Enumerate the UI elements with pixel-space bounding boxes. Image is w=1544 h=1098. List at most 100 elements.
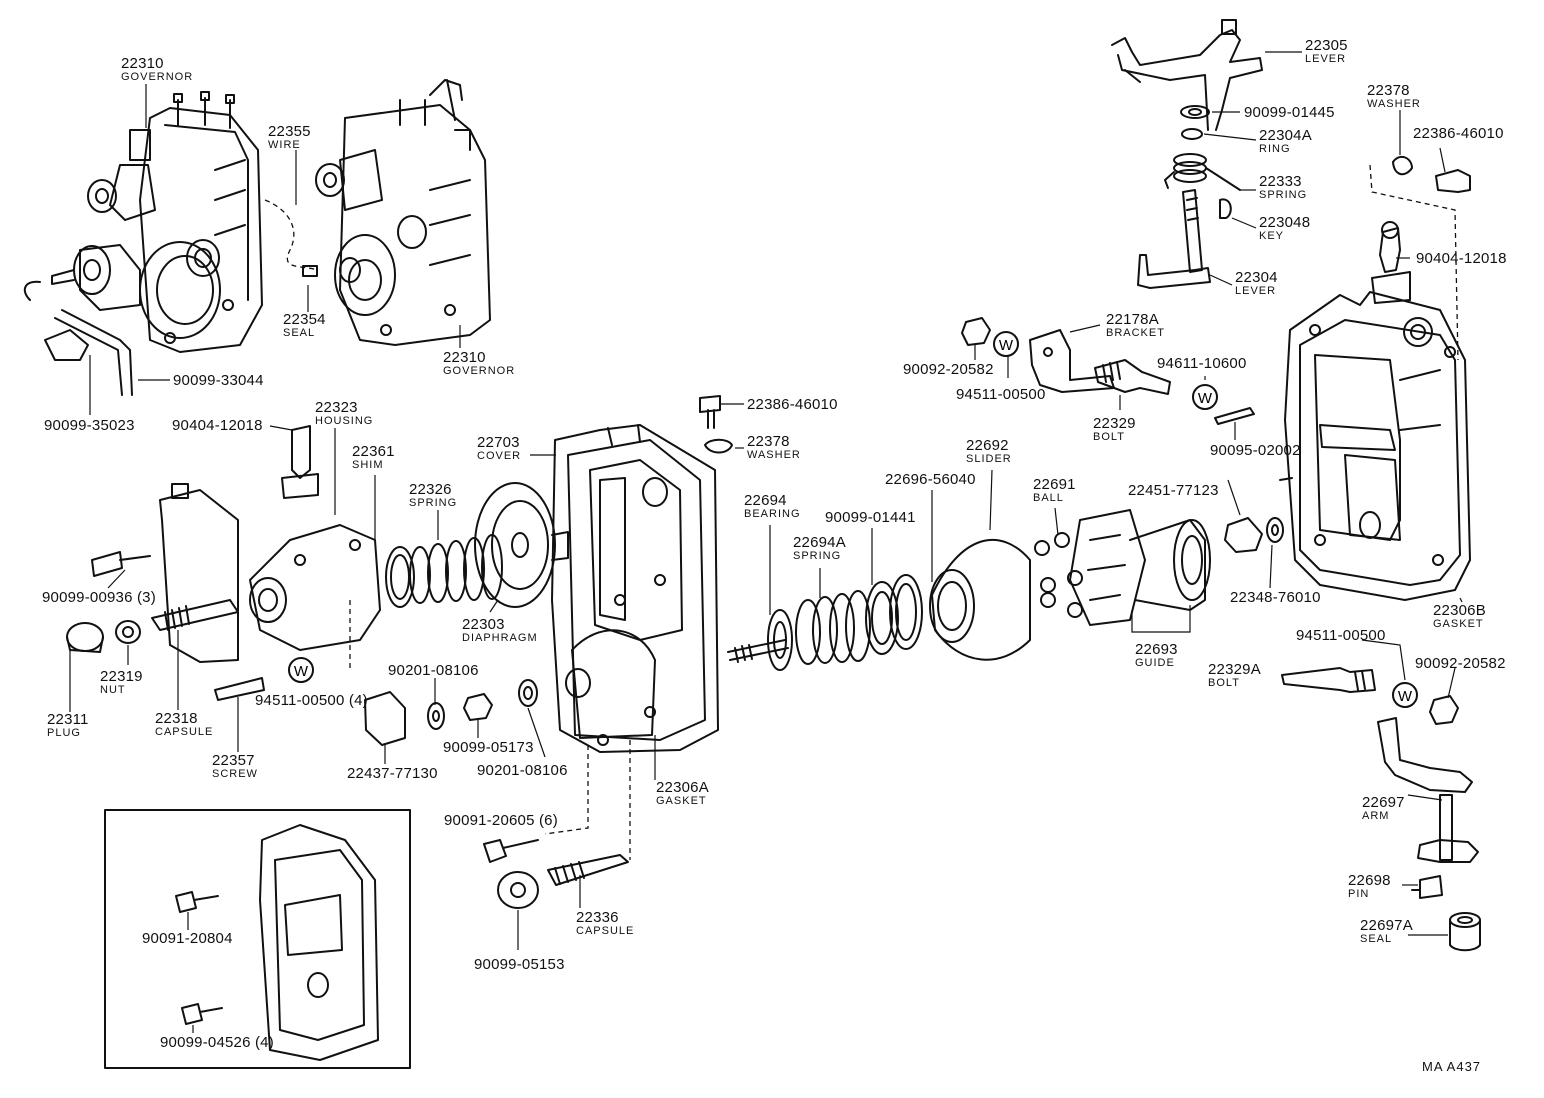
- lever-22304: [1137, 189, 1211, 289]
- svg-text:W: W: [999, 337, 1014, 354]
- spring-22333: [1164, 153, 1241, 191]
- callout-94511-00500-right: 94511-00500: [1296, 627, 1386, 644]
- callout-90099-01441: 90099-01441: [825, 509, 916, 526]
- diaphragm-22303: [474, 482, 569, 608]
- pin-90095-02002: [1214, 407, 1255, 425]
- washer-mark-4: W: [1392, 682, 1418, 708]
- seal-22697a: [1449, 912, 1481, 952]
- governor-housing-right: [1279, 291, 1471, 601]
- callout-90092-20582-right: 90092-20582: [1415, 655, 1506, 672]
- washer-90201-08106-b: [518, 679, 538, 707]
- screw-22357: [214, 677, 265, 701]
- callout-22437-77130: 22437-77130: [347, 765, 438, 782]
- washer-90099-01441: [865, 581, 899, 655]
- washer-22348-76010: [1266, 517, 1284, 543]
- inset-box: [104, 809, 411, 1069]
- callout-94611-10600: 94611-10600: [1157, 355, 1247, 372]
- callout-90091-20605-6: 90091-20605 (6): [444, 812, 558, 829]
- bracket-22178a: [1029, 329, 1115, 393]
- washer-mark-3: W: [1192, 384, 1218, 410]
- washer-90099-01445: [1180, 105, 1210, 119]
- bolt-22329a: [1281, 667, 1376, 693]
- callout-90092-20582: 90092-20582: [903, 361, 994, 378]
- washer-22378: [704, 438, 733, 454]
- bolt-22329: [1094, 359, 1171, 395]
- clip-90099-35023: [44, 329, 89, 361]
- callout-22696-56040: 22696-56040: [885, 471, 976, 488]
- cap-22437-77130: [364, 691, 406, 746]
- bolt-90091-20804: [175, 891, 219, 913]
- callout-90099-04526-4: 90099-04526 (4): [160, 1034, 274, 1051]
- callout-90099-05173: 90099-05173: [443, 739, 534, 756]
- rod-90099-33044: [23, 280, 133, 396]
- svg-text:W: W: [1198, 390, 1213, 407]
- arm-22697: [1377, 717, 1479, 863]
- governor-assembly-left: [51, 91, 263, 353]
- bolt-22386-46010-right: [1435, 169, 1471, 193]
- governor-assembly-center: [315, 79, 491, 346]
- assembly-dashline-4: [1369, 164, 1459, 361]
- callout-22386-46010: 22386-46010: [747, 396, 838, 413]
- capsule-22318: [151, 599, 239, 631]
- fitting-90404-12018-right: [1371, 227, 1411, 304]
- capsule-22336: [547, 854, 629, 886]
- fitting-90404-12018: [281, 425, 319, 499]
- ring-22696-56040: [889, 574, 923, 650]
- key-223048: [1219, 198, 1232, 219]
- svg-text:W: W: [1398, 688, 1413, 705]
- callout-90099-05153: 90099-05153: [474, 956, 565, 973]
- sleeve-22451-77123: [1224, 517, 1263, 553]
- svg-text:W: W: [294, 663, 309, 680]
- callout-90099-33044: 90099-33044: [173, 372, 264, 389]
- lever-22305: [1111, 19, 1263, 131]
- washer-90201-08106-a: [427, 702, 445, 730]
- bolt-22386-46010: [699, 395, 721, 429]
- wire-22355: [264, 199, 319, 271]
- leader-lines: [69, 51, 1463, 1033]
- callout-22451-77123: 22451-77123: [1128, 482, 1219, 499]
- spring-22326: [409, 534, 503, 604]
- reference-code: MA A437: [1422, 1059, 1482, 1074]
- washer-mark-2: W: [993, 331, 1019, 357]
- screw-90099-00936: [91, 551, 151, 577]
- callout-94511-00500: 94511-00500: [956, 386, 1046, 403]
- nut-90099-05153: [497, 871, 539, 909]
- nut-22319: [115, 620, 141, 644]
- callout-90099-35023: 90099-35023: [44, 417, 135, 434]
- callout-90404-12018-right: 90404-12018: [1416, 250, 1507, 267]
- slider-22692: [929, 538, 1031, 661]
- washer-22378-right: [1392, 155, 1413, 176]
- callout-90099-01445: 90099-01445: [1244, 104, 1335, 121]
- washer-mark-1: W: [288, 657, 314, 683]
- ring-22304a: [1181, 128, 1203, 140]
- guide-22693: [1069, 509, 1211, 626]
- callout-90201-08106-b: 90201-08106: [477, 762, 568, 779]
- shim-22361: [385, 546, 415, 608]
- nut-90092-20582: [961, 317, 991, 346]
